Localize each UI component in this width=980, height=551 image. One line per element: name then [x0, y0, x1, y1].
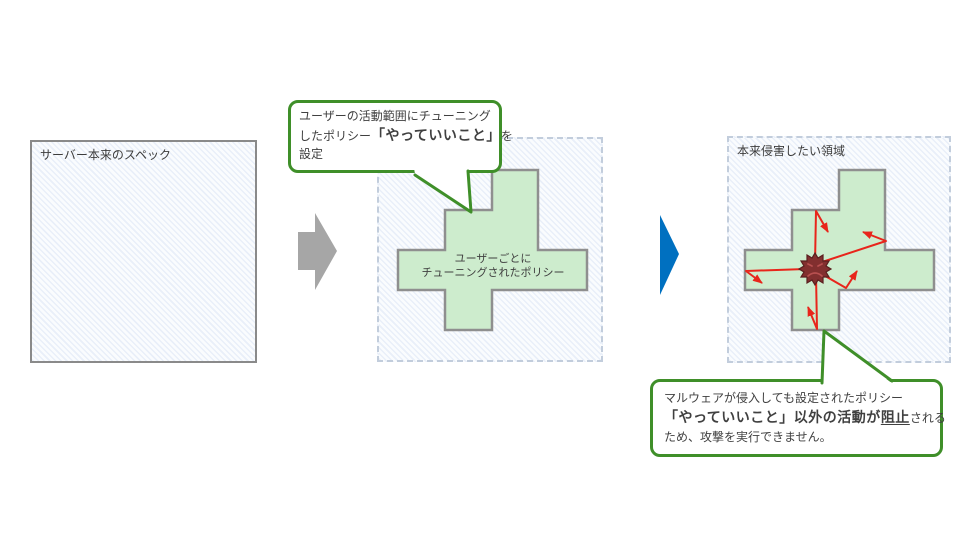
- policy-setting-callout: ユーザーの活動範囲にチューニング したポリシー「やっていいこと」を 設定: [288, 100, 513, 173]
- callout-bottom-line2-post: される: [909, 411, 946, 425]
- attack-panel: 本来侵害したい領域: [727, 136, 951, 363]
- server-spec-panel: サーバー本来のスペック: [30, 140, 257, 363]
- server-spec-label: サーバー本来のスペック: [40, 148, 172, 162]
- callout-top-line2-bold: 「やっていいこと」: [371, 127, 501, 144]
- shape-label-line2: チューニングされたポリシー: [421, 267, 565, 280]
- attack-blocked-callout: マルウェアが侵入しても設定されたポリシー 「やっていいこと」以外の活動が阻止され…: [650, 379, 946, 457]
- tuned-policy-shape-label: ユーザーごとに チューニングされたポリシー: [398, 252, 588, 281]
- callout-top-line2-pre: したポリシー: [299, 129, 372, 144]
- callout-top-line1: ユーザーの活動範囲にチューニング: [299, 109, 491, 123]
- callout-top-line3: 設定: [299, 146, 324, 161]
- gray-right-arrow-icon: [298, 213, 337, 290]
- callout-top-line2: したポリシー「やっていいこと」を: [299, 125, 513, 145]
- callout-bottom-line2-underline: 阻止: [880, 409, 910, 425]
- shape-label-line1: ユーザーごとに: [454, 253, 532, 265]
- attack-panel-label: 本来侵害したい領域: [737, 144, 846, 158]
- callout-bottom-line1: マルウェアが侵入しても設定されたポリシー: [664, 391, 904, 405]
- callout-bottom-line2: 「やっていいこと」以外の活動が阻止される: [664, 407, 946, 428]
- callout-bottom-line2-bold: 「やっていいこと」以外の活動が: [664, 409, 881, 425]
- blue-right-arrow-icon: [660, 215, 679, 295]
- callout-bottom-line3: ため、攻撃を実行できません。: [664, 430, 832, 444]
- callout-top-line2-post: を: [500, 129, 513, 144]
